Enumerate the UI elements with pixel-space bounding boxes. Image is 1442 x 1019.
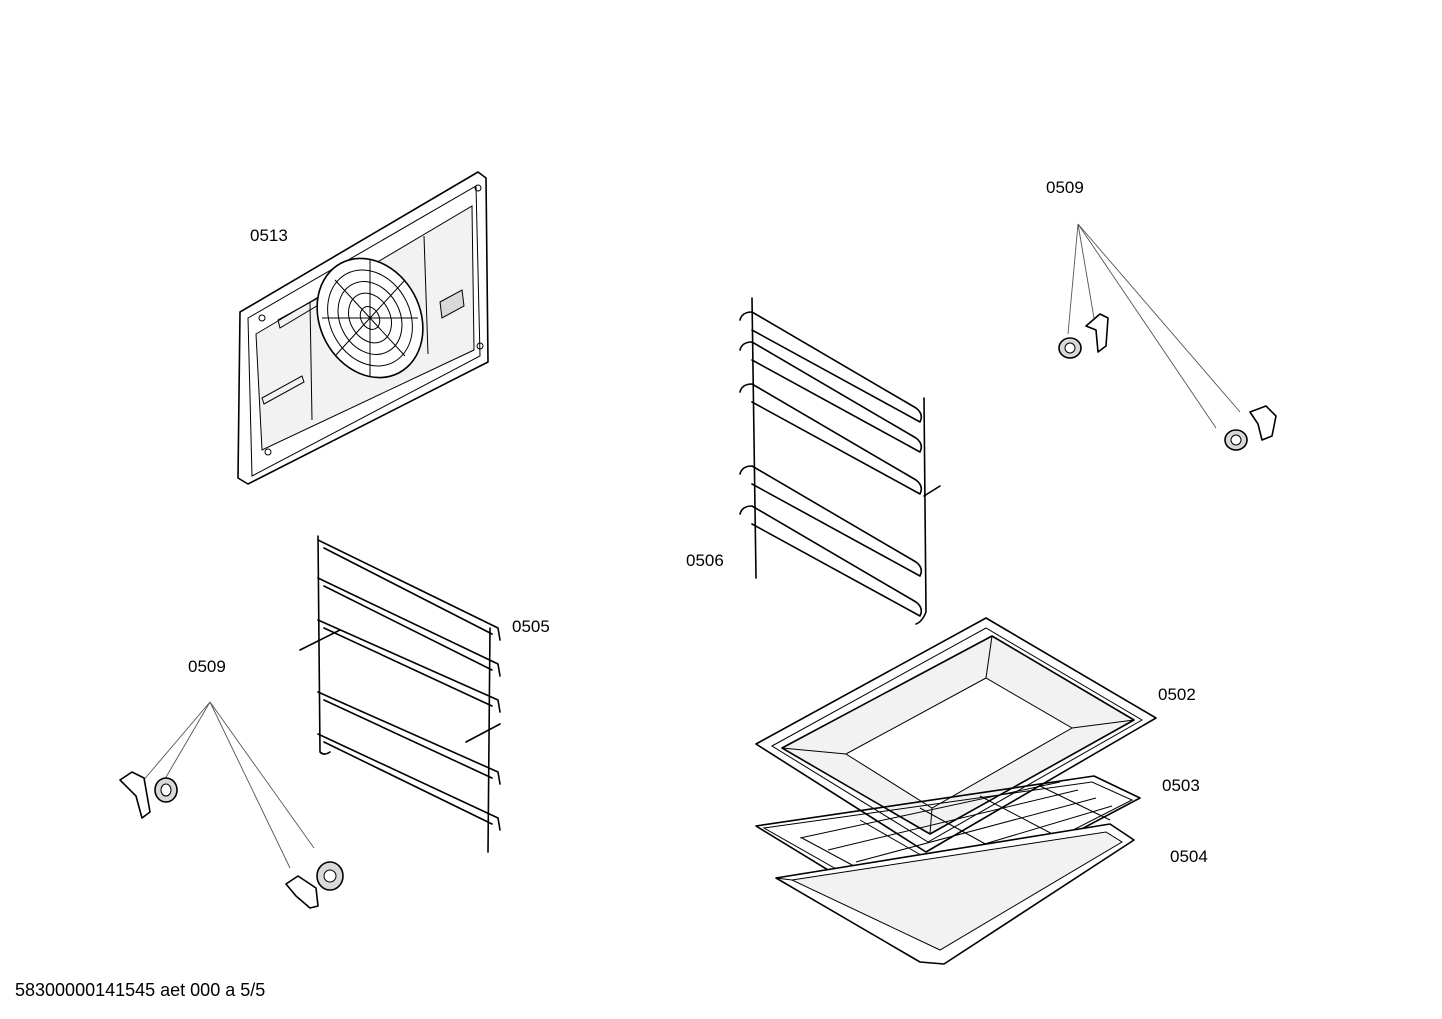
baking-tray-part — [775, 823, 1135, 965]
label-right-rail: 0506 — [686, 551, 724, 570]
label-back-panel: 0513 — [250, 226, 288, 245]
label-clips-left: 0509 — [188, 657, 226, 676]
label-left-rail: 0505 — [512, 617, 550, 636]
clips-top-right-part — [1058, 223, 1277, 451]
label-grid: 0503 — [1162, 776, 1200, 795]
document-footer-code: 58300000141545 aet 000 a 5/5 — [15, 980, 266, 1000]
fan-cover — [316, 257, 424, 379]
label-clips-top-right: 0509 — [1046, 178, 1084, 197]
label-pan: 0502 — [1158, 685, 1196, 704]
roasting-pan-part — [755, 617, 1157, 853]
left-shelf-rail-part — [299, 535, 501, 853]
label-tray: 0504 — [1170, 847, 1208, 866]
right-shelf-rail-part — [739, 297, 941, 625]
back-panel-part — [237, 171, 489, 485]
clips-left-part — [119, 701, 344, 909]
